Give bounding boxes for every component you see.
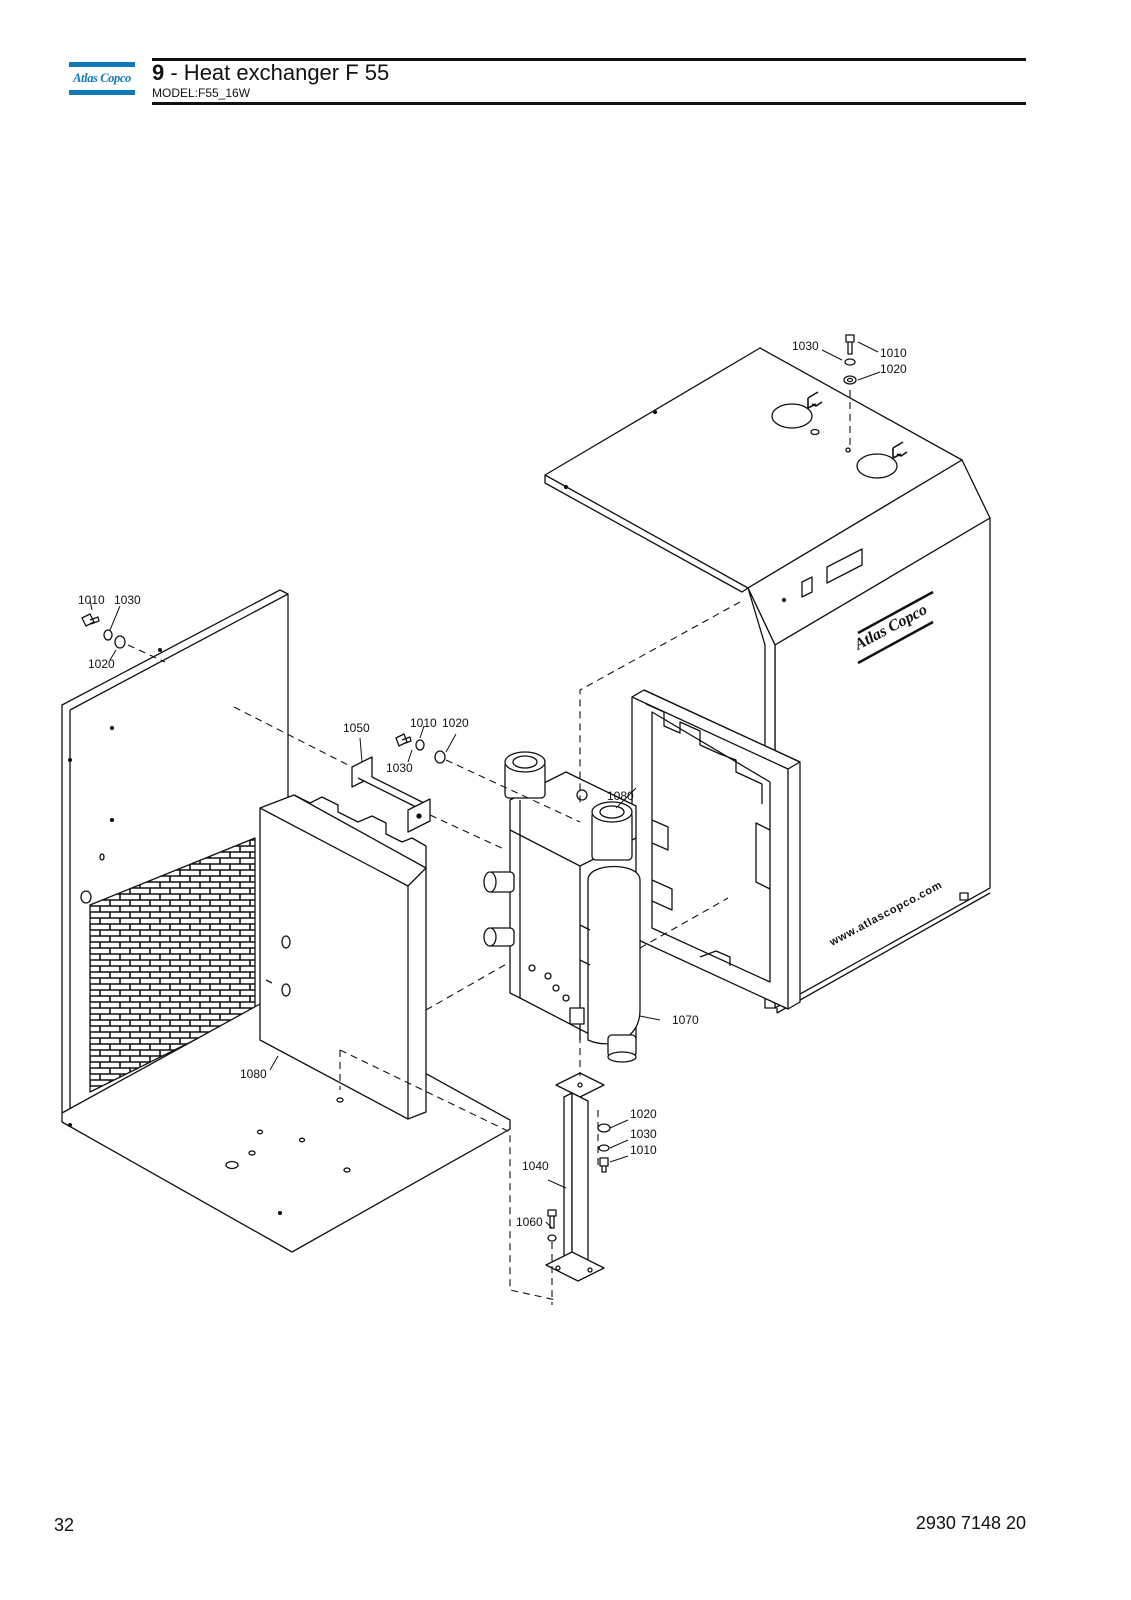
page-title: 9 - Heat exchanger F 55 <box>152 60 389 86</box>
page-header: Atlas Copco 9 - Heat exchanger F 55 MODE… <box>0 0 1131 110</box>
callout-1020: 1020 <box>88 657 115 671</box>
cabinet-screw <box>563 484 569 490</box>
logo-wordmark: Atlas Copco <box>73 71 131 85</box>
control-display-window <box>826 548 863 584</box>
callout-1020: 1020 <box>880 362 907 376</box>
callout-1020: 1020 <box>442 716 469 730</box>
callout-leader-lines <box>89 341 881 1229</box>
insulation-hole <box>281 935 291 949</box>
control-indicator <box>801 576 813 598</box>
callout-1010: 1010 <box>410 716 437 730</box>
cabinet-top-lip <box>544 475 749 593</box>
brand-plate-bar-2 <box>857 620 934 665</box>
separator-body <box>587 865 641 1045</box>
callout-1030: 1030 <box>630 1127 657 1141</box>
bottom-hole <box>336 1097 344 1103</box>
logo-bar-top <box>69 62 135 67</box>
top-port-hole-1 <box>771 403 813 429</box>
fasteners <box>81 334 857 1242</box>
callout-1080: 1080 <box>607 789 634 803</box>
cabinet-foot <box>959 892 969 901</box>
cabinet-screw <box>781 597 787 603</box>
callout-1010: 1010 <box>630 1143 657 1157</box>
bottom-hole <box>225 1160 239 1170</box>
top-small-slot <box>810 428 820 436</box>
top-port-hole-2 <box>856 453 898 479</box>
callout-1060: 1060 <box>516 1215 543 1229</box>
cabinet-screw <box>652 409 658 415</box>
insulation-hole <box>281 983 291 997</box>
page-number: 32 <box>54 1515 75 1535</box>
insulation-block-left <box>259 794 427 1120</box>
drain-nipple <box>569 1007 585 1025</box>
insulation-frame-right <box>631 689 801 1010</box>
callout-1030: 1030 <box>386 761 413 775</box>
back-panel-hole <box>80 890 92 904</box>
callout-1030: 1030 <box>792 339 819 353</box>
callout-1010: 1010 <box>78 593 105 607</box>
section-number: 9 <box>152 60 165 85</box>
callout-1080: 1080 <box>240 1067 267 1081</box>
bottom-hole <box>256 1129 264 1135</box>
air-in-symbol-icon <box>807 391 823 409</box>
header-rule-bottom <box>152 102 1026 105</box>
callout-1050: 1050 <box>343 721 370 735</box>
header-rule-top <box>152 58 1026 61</box>
section-title: - Heat exchanger F 55 <box>164 60 390 85</box>
ventilation-grille <box>0 0 1 1</box>
bottom-hole <box>248 1150 256 1156</box>
assembly-guide-lines <box>127 390 851 1305</box>
callout-1030: 1030 <box>114 593 141 607</box>
model-label: MODEL:F55_16W <box>152 86 251 100</box>
callout-1070: 1070 <box>672 1013 699 1027</box>
atlas-copco-logo: Atlas Copco <box>69 62 135 95</box>
logo-bar-bottom <box>69 90 135 95</box>
callout-1040: 1040 <box>522 1159 549 1173</box>
document-number: 2930 7148 20 <box>915 1513 1026 1533</box>
brand-plate-bar-1 <box>857 590 934 635</box>
heat-exchanger-1070 <box>483 751 641 1063</box>
bottom-panel-edge <box>61 1113 511 1253</box>
bottom-hole <box>298 1137 306 1143</box>
callout-1010: 1010 <box>880 346 907 360</box>
bottom-hole <box>343 1167 351 1173</box>
support-stand-1040 <box>545 1072 605 1282</box>
base-frame-left <box>0 0 511 1253</box>
air-out-symbol-icon <box>892 441 908 459</box>
back-panel-hole <box>99 853 105 861</box>
callout-1020: 1020 <box>630 1107 657 1121</box>
bracket-1050 <box>351 756 431 833</box>
